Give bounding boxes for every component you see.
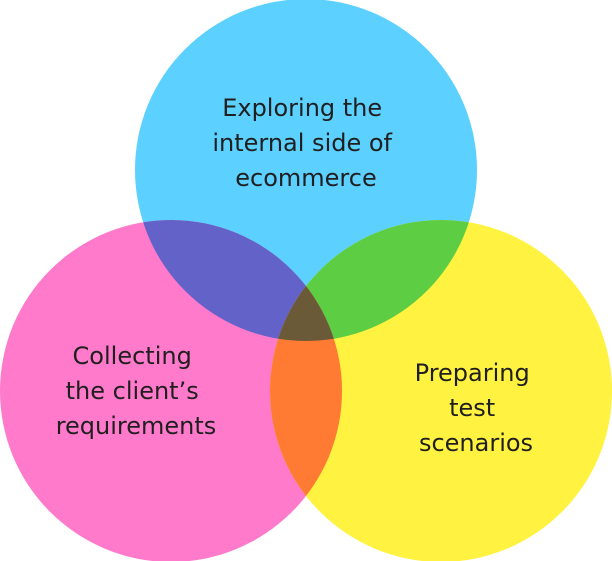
label-top-line-2: internal side of: [212, 129, 392, 157]
label-top-line-3: ecommerce: [235, 164, 376, 192]
label-top-circle: Exploring the internal side of ecommerce: [212, 94, 399, 192]
overlap-top-left: [135, 220, 342, 341]
label-left-circle: Collecting the client’s requirements: [56, 342, 217, 440]
label-left-line-1: Collecting: [73, 342, 192, 370]
label-right-line-2: test: [449, 394, 495, 422]
label-right-line-1: Preparing: [415, 359, 530, 387]
label-left-line-2: the client’s: [66, 377, 199, 405]
label-right-circle: Preparing test scenarios: [415, 359, 538, 457]
overlap-top-right: [270, 220, 477, 341]
label-right-line-3: scenarios: [419, 429, 533, 457]
label-left-line-3: requirements: [56, 412, 217, 440]
label-top-line-1: Exploring the: [222, 94, 382, 122]
